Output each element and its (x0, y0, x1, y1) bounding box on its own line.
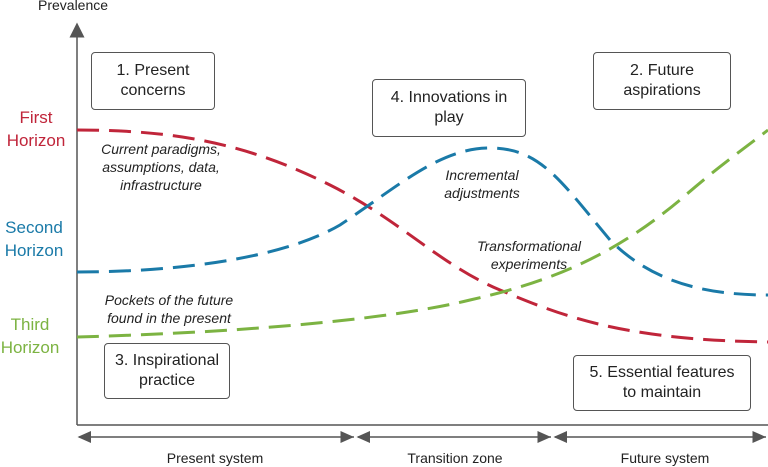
second-horizon-line2: Horizon (4, 241, 64, 260)
note-transformational-line2: experiments (490, 256, 568, 272)
note-pockets-line2: found in the present (107, 310, 231, 326)
box-2-line1: 2. Future (629, 62, 695, 79)
box-3-line2: practice (138, 372, 196, 389)
zone-label-present: Present system (166, 450, 264, 466)
third-horizon-label: Third Horizon (0, 313, 60, 359)
box-innovations-in-play: 4. Innovations in play (372, 79, 526, 137)
note-current-paradigms: Current paradigms, assumptions, data, in… (78, 140, 244, 194)
first-horizon-line2: Horizon (6, 131, 66, 150)
note-current-line3: infrastructure (120, 177, 202, 193)
box-future-aspirations: 2. Future aspirations (593, 52, 731, 110)
box-1-line1: 1. Present (116, 62, 190, 79)
third-horizon-line1: Third (10, 315, 50, 334)
second-horizon-line1: Second (5, 218, 63, 237)
box-inspirational-practice: 3. Inspirational practice (104, 343, 230, 399)
box-5-line1: 5. Essential features (589, 364, 735, 381)
note-current-line1: Current paradigms, (101, 141, 221, 157)
second-horizon-curve (76, 146, 768, 297)
note-incremental-adjustments: Incremental adjustments (424, 166, 540, 202)
zone-label-future: Future system (620, 450, 710, 466)
box-5-line2: to maintain (622, 384, 702, 401)
second-horizon-label: Second Horizon (0, 216, 68, 262)
first-horizon-line1: First (19, 108, 53, 127)
y-axis-label: Prevalence (38, 0, 109, 13)
third-horizon-line2: Horizon (0, 338, 60, 357)
first-horizon-label: First Horizon (0, 106, 72, 152)
box-2-line2: aspirations (623, 82, 701, 99)
third-horizon-curve (76, 128, 768, 339)
box-4-line1: 4. Innovations in (390, 89, 508, 106)
note-incremental-line2: adjustments (444, 185, 520, 201)
box-essential-features: 5. Essential features to maintain (573, 355, 751, 411)
note-pockets-of-future: Pockets of the future found in the prese… (88, 291, 250, 327)
note-transformational-experiments: Transformational experiments (466, 237, 592, 273)
box-present-concerns: 1. Present concerns (91, 52, 215, 110)
box-3-line1: 3. Inspirational (114, 352, 220, 369)
zone-label-transition: Transition zone (407, 450, 503, 466)
box-1-line2: concerns (120, 82, 186, 99)
box-4-line2: play (434, 109, 464, 126)
first-horizon-curve (76, 128, 768, 344)
note-pockets-line1: Pockets of the future (104, 292, 234, 308)
note-incremental-line1: Incremental (445, 167, 519, 183)
note-transformational-line1: Transformational (476, 238, 581, 254)
note-current-line2: assumptions, data, (102, 159, 220, 175)
